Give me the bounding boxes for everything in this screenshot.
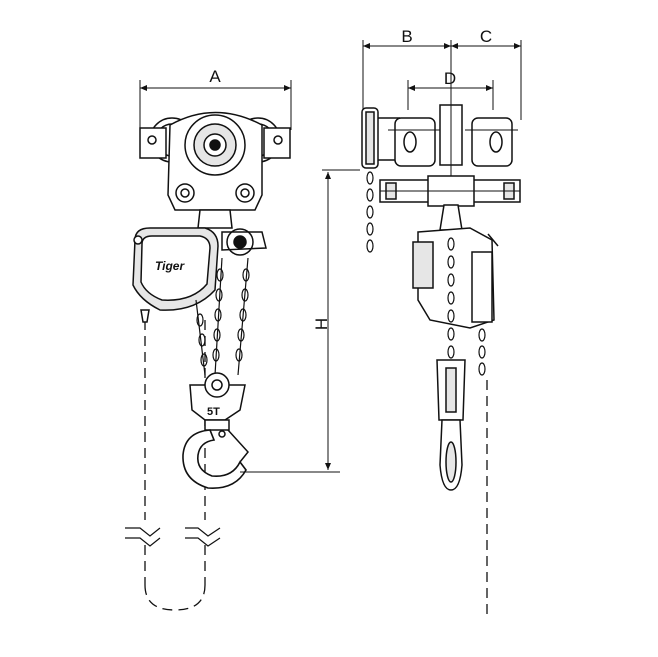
capacity-label: 5T bbox=[207, 406, 220, 418]
brand-label: Tiger bbox=[155, 259, 185, 273]
dimension-h bbox=[240, 169, 360, 473]
dim-b-label: B bbox=[401, 27, 412, 46]
side-chain-wheel bbox=[361, 107, 400, 169]
dimension-a bbox=[139, 80, 292, 130]
dim-c-label: C bbox=[480, 27, 492, 46]
side-view bbox=[361, 40, 522, 615]
side-load-chain bbox=[447, 237, 486, 376]
side-hand-chain bbox=[366, 171, 374, 253]
front-view: Tiger bbox=[125, 80, 292, 611]
dimension-b bbox=[362, 40, 522, 120]
dim-a-label: A bbox=[209, 67, 221, 86]
dim-h-label: H bbox=[312, 318, 331, 330]
load-chain bbox=[195, 257, 250, 376]
dim-d-label: D bbox=[444, 69, 456, 88]
